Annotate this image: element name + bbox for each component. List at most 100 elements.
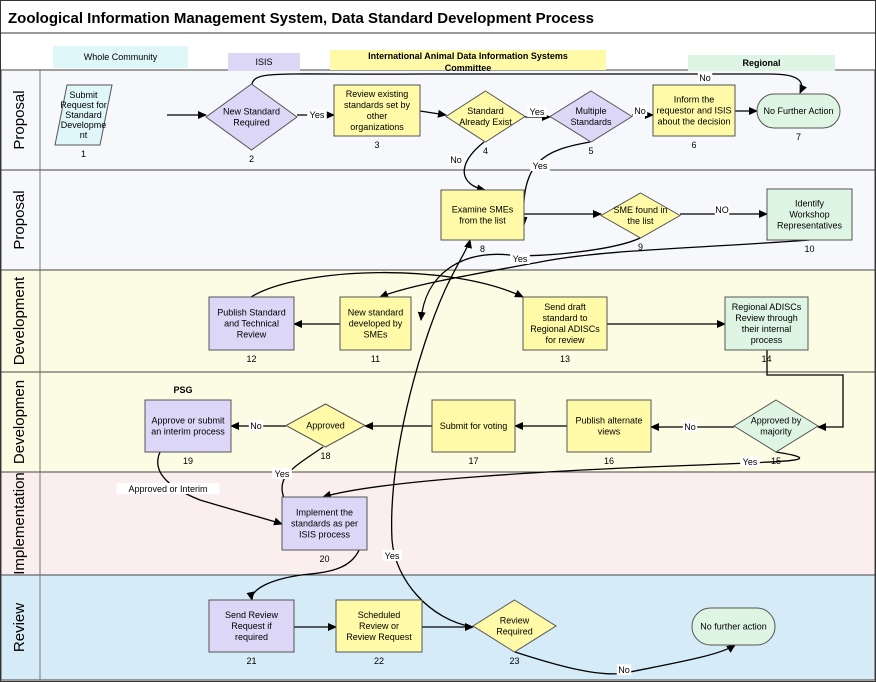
step-18-approved[interactable]: Approved (284, 403, 367, 448)
arrow-5-to-8-label-group: Yes (530, 160, 550, 171)
step-8-box (440, 189, 525, 241)
arrow-15-to-16-label-bg (682, 421, 698, 432)
page-title: Zoological Information Management System… (8, 10, 594, 27)
step-11-number: 11 (371, 354, 380, 364)
step-10-box (766, 188, 853, 241)
arrow-23-to-8 (390, 239, 474, 628)
lane-3-label: Development (11, 276, 28, 365)
arrow-9-to-11-label: Yes (513, 254, 528, 264)
step-16-number: 16 (604, 456, 614, 466)
lane-2-label: Proposal (11, 190, 28, 249)
step-14-box (724, 296, 809, 351)
arrow-9-to-10-label-group: NO (714, 204, 730, 215)
step-20-box (281, 496, 368, 551)
arrow-4-to-8-label: No (450, 155, 462, 165)
step-7-label: No Further Action (763, 106, 833, 116)
arrow-5-to-8-label: Yes (533, 161, 548, 171)
arrow-2-to-7-label-bg (697, 72, 713, 83)
arrow-15-to-16-label: No (684, 422, 696, 432)
arrow-15-to-16-label-group: No (682, 421, 698, 432)
step-13-number: 13 (560, 354, 570, 364)
lane-5-label: Implementation (11, 472, 28, 575)
step-4-number: 4 (483, 146, 488, 156)
arrow-9-to-11-label-bg (510, 253, 530, 264)
step-17-box (431, 399, 516, 453)
arrow-2-to-3-label-group: Yes (307, 109, 327, 120)
arrow-5-to-6-label-group: No (632, 105, 648, 116)
step-2-diamond (205, 83, 298, 151)
arrow-15-to-20-label-group: Yes (740, 456, 760, 467)
step-1-parallelogram (54, 84, 113, 146)
step-20-number: 20 (319, 554, 329, 564)
column-header-regional (688, 55, 835, 71)
step-17-number: 17 (468, 456, 478, 466)
arrow-19-to-20-label: Approved or Interim (128, 484, 207, 494)
step-5-diamond (549, 90, 633, 143)
arrow-18-to-20-label: Yes (275, 469, 290, 479)
arrow-23-to-24-label-bg (616, 664, 632, 675)
step-1-number: 1 (81, 149, 86, 159)
lane-4-label: Developmen (11, 380, 28, 464)
arrow-12-to-13 (250, 271, 524, 298)
lane-6-label: Review (11, 603, 28, 652)
arrow-18-to-19-label-bg (248, 420, 264, 431)
arrow-23-to-8-label-group: Yes (382, 550, 402, 561)
step-17-submit-for-voting[interactable]: Submit for voting (431, 399, 516, 453)
step-18-number: 18 (320, 451, 330, 461)
arrow-9-to-11 (417, 237, 641, 321)
step-14-number: 14 (761, 354, 771, 364)
lane-1-label: Proposal (11, 90, 28, 149)
arrow-4-to-8-label-bg (448, 154, 464, 165)
column-header-whole-community (53, 46, 188, 68)
arrow-14-to-15 (766, 350, 844, 431)
arrow-4-to-8 (463, 141, 486, 193)
column-header-iadis-label: International Animal Data Information Sy… (368, 51, 568, 73)
arrow-4-to-5-label: Yes (530, 107, 545, 117)
arrow-15-to-20 (322, 451, 801, 499)
arrow-18-to-20-label-bg (272, 468, 292, 479)
arrow-23-to-24-label-group: No (616, 664, 632, 675)
step-6-number: 6 (691, 140, 696, 150)
step-5-number: 5 (588, 146, 593, 156)
step-21-number: 21 (246, 656, 256, 666)
arrow-18-to-20-label-group: Yes (272, 468, 292, 479)
step-7-no-further-action[interactable]: No Further Action (756, 93, 841, 129)
lane-1 (0, 69, 876, 171)
step-15-number: 15 (771, 456, 781, 466)
step-7-number: 7 (796, 132, 801, 142)
step-6-box (652, 84, 736, 137)
step-12-number: 12 (246, 354, 256, 364)
arrow-5-to-6-label-bg (632, 105, 648, 116)
arrow-9-to-11-label-group: Yes (510, 253, 530, 264)
column-header-isis-label: ISIS (255, 57, 272, 67)
step-24-no-further-action[interactable]: No further action (691, 607, 776, 646)
step-18-diamond (284, 403, 367, 448)
step-16-box (566, 399, 652, 453)
